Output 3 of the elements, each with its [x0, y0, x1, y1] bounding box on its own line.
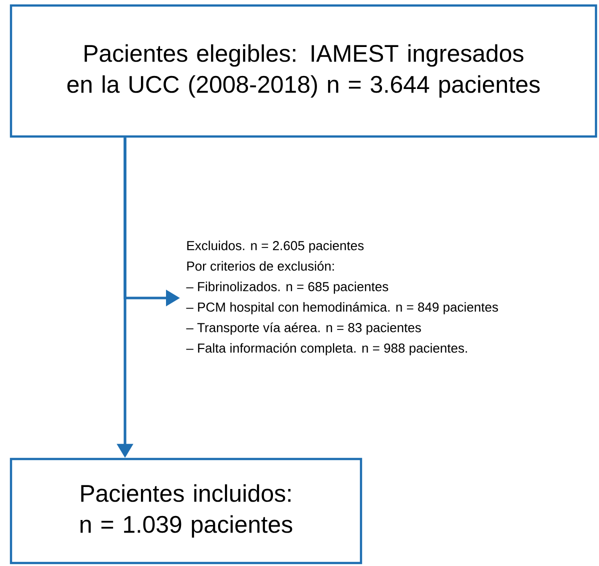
exclusion-text: Excluidos. n = 2.605 pacientes Por criterios de exclusión: – Fibrinolizados. n = 685 pacientes – PCM hospital con hemodinámica. n = 849 pacientes – Transporte vía aérea. n = 83 pacientes – Falta información completa. n = 988 pacientes. [186, 240, 498, 356]
process-box: Pacientes incluidos: n = 1.039 pacientes [10, 458, 362, 564]
process-box: Pacientes elegibles: IAMEST ingresados en la UCC (2008-2018) n = 3.644 pacientes [10, 4, 598, 138]
